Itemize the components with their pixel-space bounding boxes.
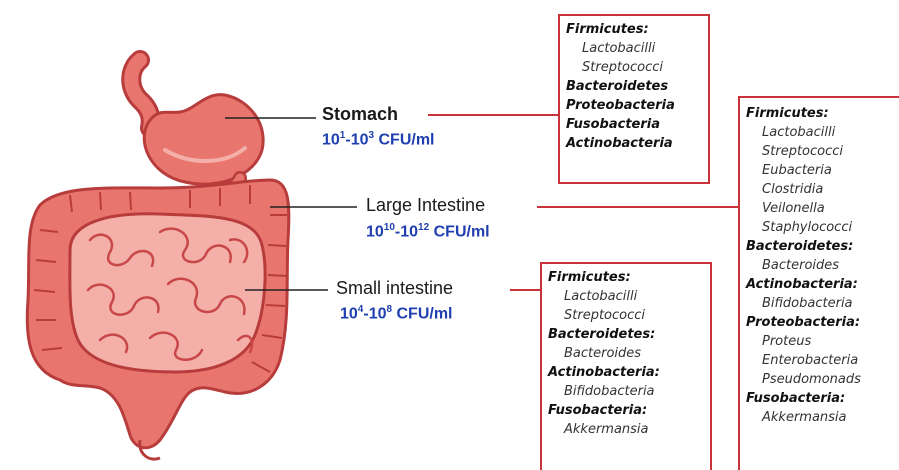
stomach-count: 101-103 CFU/ml	[322, 130, 435, 149]
phylum-group: Fusobacteria	[566, 115, 702, 134]
genus-name: Streptococci	[746, 142, 893, 161]
phylum-name: Bacteroidetes:	[746, 237, 893, 256]
genus-name: Bacteroides	[548, 344, 704, 363]
small-intestine-label: Small intestine	[336, 278, 453, 299]
phylum-name: Actinobacteria:	[746, 275, 893, 294]
stomach-label: Stomach	[322, 104, 398, 125]
phylum-name: Fusobacteria:	[548, 401, 704, 420]
phylum-name: Actinobacteria	[566, 134, 702, 153]
phylum-name: Firmicutes:	[566, 20, 702, 39]
phylum-name: Firmicutes:	[548, 268, 704, 287]
large-intestine-count: 1010-1012 CFU/ml	[366, 222, 490, 241]
large-intestine-label: Large Intestine	[366, 195, 485, 216]
genus-name: Bacteroides	[746, 256, 893, 275]
genus-name: Proteus	[746, 332, 893, 351]
genus-name: Streptococci	[566, 58, 702, 77]
genus-name: Eubacteria	[746, 161, 893, 180]
phylum-name: Proteobacteria	[566, 96, 702, 115]
stomach-organ	[144, 95, 263, 184]
phylum-group: Bacteroidetes:Bacteroides	[548, 325, 704, 363]
phylum-name: Bacteroidetes:	[548, 325, 704, 344]
small-intestine-organ	[70, 214, 265, 372]
genus-name: Streptococci	[548, 306, 704, 325]
phylum-name: Fusobacteria	[566, 115, 702, 134]
genus-name: Bifidobacteria	[548, 382, 704, 401]
phylum-name: Fusobacteria:	[746, 389, 893, 408]
genus-name: Akkermansia	[548, 420, 704, 439]
genus-name: Lactobacilli	[566, 39, 702, 58]
phylum-group: Actinobacteria:Bifidobacteria	[548, 363, 704, 401]
phylum-group: Actinobacteria	[566, 134, 702, 153]
phylum-name: Bacteroidetes	[566, 77, 702, 96]
phylum-group: Fusobacteria:Akkermansia	[746, 389, 893, 427]
genus-name: Pseudomonads	[746, 370, 893, 389]
phylum-group: Bacteroidetes:Bacteroides	[746, 237, 893, 275]
phylum-group: Fusobacteria:Akkermansia	[548, 401, 704, 439]
phylum-name: Firmicutes:	[746, 104, 893, 123]
small-intestine-count: 104-108 CFU/ml	[340, 304, 453, 323]
genus-name: Lactobacilli	[746, 123, 893, 142]
phylum-group: Bacteroidetes	[566, 77, 702, 96]
genus-name: Enterobacteria	[746, 351, 893, 370]
phylum-name: Proteobacteria:	[746, 313, 893, 332]
phylum-group: Actinobacteria:Bifidobacteria	[746, 275, 893, 313]
genus-name: Lactobacilli	[548, 287, 704, 306]
genus-name: Veilonella	[746, 199, 893, 218]
genus-name: Akkermansia	[746, 408, 893, 427]
phylum-name: Actinobacteria:	[548, 363, 704, 382]
phylum-group: Proteobacteria	[566, 96, 702, 115]
genus-name: Staphylococci	[746, 218, 893, 237]
genus-name: Bifidobacteria	[746, 294, 893, 313]
genus-name: Clostridia	[746, 180, 893, 199]
